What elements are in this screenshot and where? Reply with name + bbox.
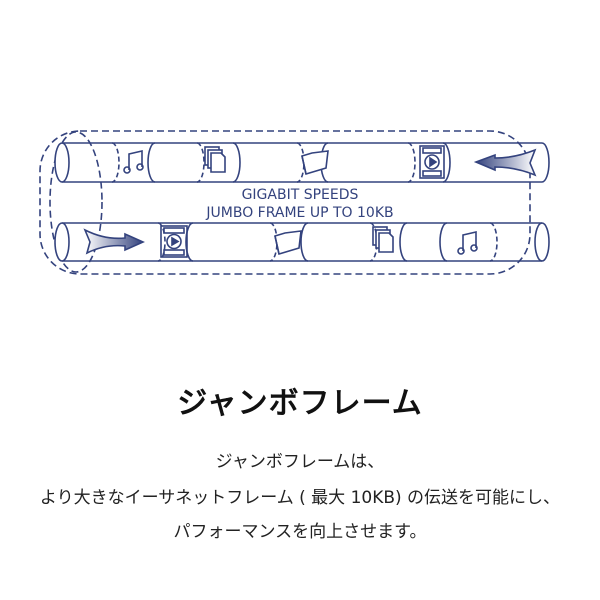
arrow-left-icon	[473, 148, 537, 177]
folder-icon	[301, 150, 329, 176]
video-icon	[160, 225, 188, 258]
description-line-1: ジャンボフレームは、	[215, 452, 385, 472]
caption-line-2: JUMBO FRAME UP TO 10KB	[205, 205, 393, 221]
video-icon	[419, 145, 445, 179]
bottom-pipe	[54, 222, 550, 262]
jumbo-frame-diagram: GIGABIT SPEEDS JUMBO FRAME UP TO 10KB	[39, 130, 550, 275]
page-title: ジャンボフレーム	[177, 386, 423, 421]
music-icon	[123, 149, 144, 174]
top-pipe	[54, 142, 550, 183]
caption-line-1: GIGABIT SPEEDS	[242, 187, 359, 203]
documents-icon	[204, 146, 226, 173]
documents-icon	[372, 226, 394, 253]
music-icon	[457, 230, 478, 255]
description-line-2: より大きなイーサネットフレーム ( 最大 10KB) の伝送を可能にし、	[39, 488, 561, 508]
arrow-right-icon	[83, 228, 145, 255]
dashed-loop	[39, 130, 531, 275]
folder-icon	[274, 230, 302, 256]
dashed-loop-end	[49, 131, 103, 273]
description-line-3: パフォーマンスを向上させます。	[173, 522, 427, 542]
